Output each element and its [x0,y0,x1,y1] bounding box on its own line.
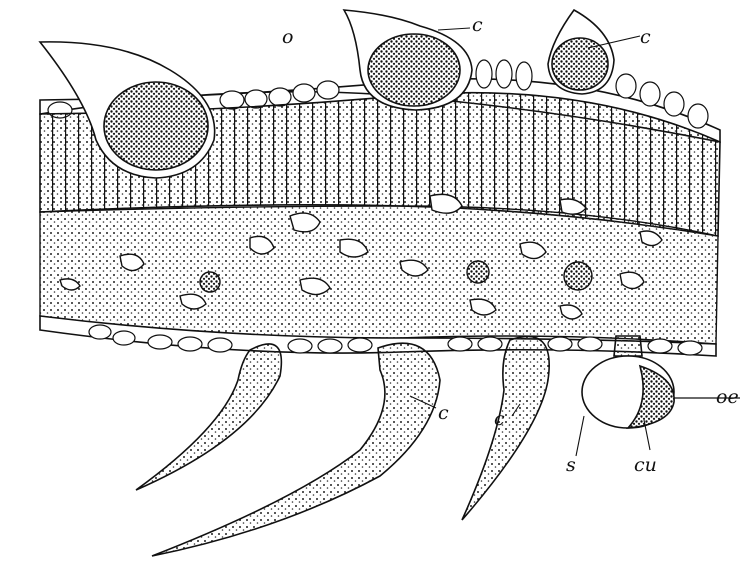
lower-hairs [136,336,549,556]
label-o: o [282,28,293,47]
label-oe: oe [716,388,739,407]
label-c-hair-center: c [438,404,449,423]
label-s: s [566,456,576,475]
label-c-top-center: c [472,16,483,35]
label-c-hair-right: c [494,410,505,429]
label-c-top-right: c [640,28,651,47]
label-cu: cu [634,456,657,475]
spongy-mesophyll [40,206,718,344]
